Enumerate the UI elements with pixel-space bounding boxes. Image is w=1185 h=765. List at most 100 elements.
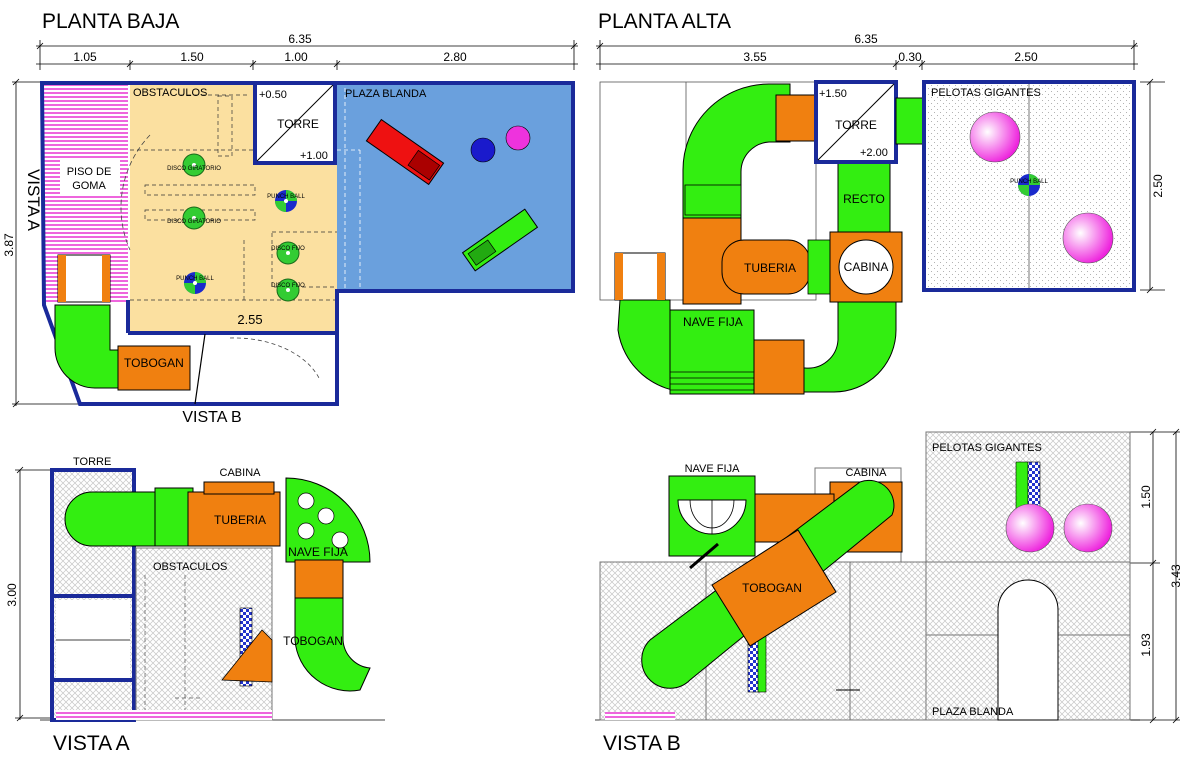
va-tobogan-label: TOBOGAN [283,634,343,648]
pa-dim-3: 2.50 [1014,50,1038,64]
pa-connector-tube [895,97,925,145]
va-torre-label: TORRE [73,456,111,468]
pa-dim-2: 0.30 [898,50,922,64]
disco-giratorio-2: DISCO GIRATORIO [167,206,221,230]
va-obstaculos-label: OBSTACULOS [153,561,227,573]
pb-dim-inner: 2.55 [237,312,262,327]
pa-stairs-left [615,253,623,300]
pb-dim-2: 1.50 [180,50,204,64]
pa-level-200: +2.00 [860,147,888,159]
pb-plaza-blanda: PLAZA BLANDA [345,88,427,100]
pa-giant-ball-1 [969,111,1021,163]
vb-dim-total: 3.43 [1169,564,1183,588]
vb-pelotas-label: PELOTAS GIGANTES [932,442,1042,454]
pb-tobogan-label: TOBOGAN [124,356,184,370]
pb-obstaculos: OBSTACULOS [133,87,207,99]
va-tube-left [64,491,161,547]
vb-rubber-floor [605,712,675,720]
pb-dashed-curve [229,337,321,381]
pa-cabina-window [838,239,894,295]
pa-giant-ball-2 [1062,212,1114,264]
pb-torre: TORRE [277,117,319,131]
punch-ball-2: PUNCH BALL [176,272,214,294]
pb-stairs-right [102,255,110,302]
disco-giratorio-1: DISCO GIRATORIO [167,153,221,177]
vb-tobogan-label: TOBOGAN [742,581,802,595]
pa-punch-ball-label: PUNCH BALL [1010,179,1048,185]
pa-tube-connector [807,239,833,295]
pa-dim-height: 2.50 [1151,174,1165,198]
pa-dim-1: 3.55 [743,50,767,64]
title-planta-alta: PLANTA ALTA [598,10,731,33]
planta-baja-plan: 6.35 1.05 1.50 1.00 2.80 3.87 VISTA A PI… [2,32,578,426]
va-window-3 [297,522,315,540]
pb-stairs-left [58,255,66,302]
pa-recto [837,159,891,241]
pb-tobogan-exit [117,345,191,391]
punch-ball-1: PUNCH BALL [267,190,305,212]
pb-piso-de: PISO DE [67,166,112,178]
punch-ball-1-label: PUNCH BALL [267,194,305,200]
va-dim-height: 3.00 [5,583,19,607]
va-cabina-label: CABINA [220,467,262,479]
pa-dimension-lines [596,40,1165,294]
pb-outline [39,81,575,406]
pa-torre: TORRE [835,118,877,132]
disco-fijo-2-label: DISCO FIJO [271,283,305,289]
pb-dim-4: 2.80 [443,50,467,64]
vb-dim-top: 1.50 [1139,485,1153,509]
vb-tobogan-orange [711,529,837,647]
pb-goma: GOMA [72,180,106,192]
vista-a-elevation: 3.00 TORRE OBSTACULOS TUBERIA CABINA [5,456,385,722]
vb-giant-ball-1 [1005,503,1055,553]
vb-nave-ribs [689,499,735,534]
disco-fijo-1: DISCO FIJO [271,241,305,265]
plaza-blanda [337,83,573,291]
vb-nave-fija-label: NAVE FIJA [685,463,740,475]
pa-tube-orange-bottom [751,339,805,395]
va-nave-fija-label: NAVE FIJA [288,545,348,559]
disco-fijo-2: DISCO FIJO [271,278,305,302]
va-tower-opening [56,600,130,678]
vb-arch [997,579,1059,721]
pa-dim-total: 6.35 [854,32,878,46]
disco-giratorio-2-label: DISCO GIRATORIO [167,219,221,225]
va-cabina-top [203,481,275,495]
pb-level-050: +0.50 [259,89,287,101]
va-window-1 [297,492,315,510]
pa-punch-ball: PUNCH BALL [1010,174,1048,196]
va-tube-joint [154,487,194,547]
pa-pelotas-label: PELOTAS GIGANTES [931,87,1041,99]
pb-tower-diagonal [256,84,334,162]
pa-nave-fija [669,309,755,395]
va-orange-obstacle [221,629,273,683]
title-vista-a: VISTA A [53,732,130,755]
pa-nave-fija-label: NAVE FIJA [683,315,743,329]
pa-tower-diagonal [817,83,895,161]
pa-recto-label: RECTO [843,192,885,206]
title-planta-baja: PLANTA BAJA [42,10,179,33]
vb-handle [689,542,719,570]
planta-alta-plan: 6.35 3.55 0.30 2.50 2.50 TUBERIA NAVE FI… [596,32,1165,395]
va-tower-levels [52,594,134,682]
pb-dim-1: 1.05 [73,50,97,64]
pb-vista-a-label: VISTA A [24,169,43,232]
vb-giant-ball-2 [1063,503,1113,553]
va-tobogan-top [294,559,344,601]
pa-nave-fija-steps [670,371,754,391]
va-tobogan [294,597,371,692]
pb-dim-height: 3.87 [2,233,16,257]
va-tuberia-label: TUBERIA [214,513,266,527]
pb-stairs [57,254,111,303]
punch-ball-2-label: PUNCH BALL [176,276,214,282]
blue-ball [470,137,496,163]
pa-cabina-label: CABINA [844,260,889,274]
pa-stairs-right [657,253,665,300]
vb-dim-bottom: 1.93 [1139,633,1153,657]
va-net-lines [144,575,200,715]
green-slide [461,208,539,272]
pa-tube-segment [684,184,742,216]
disco-giratorio-1-label: DISCO GIRATORIO [167,166,221,172]
vista-b-elevation: 1.50 1.93 3.43 PELOTAS GIGANTES PLAZA BL… [595,428,1183,724]
